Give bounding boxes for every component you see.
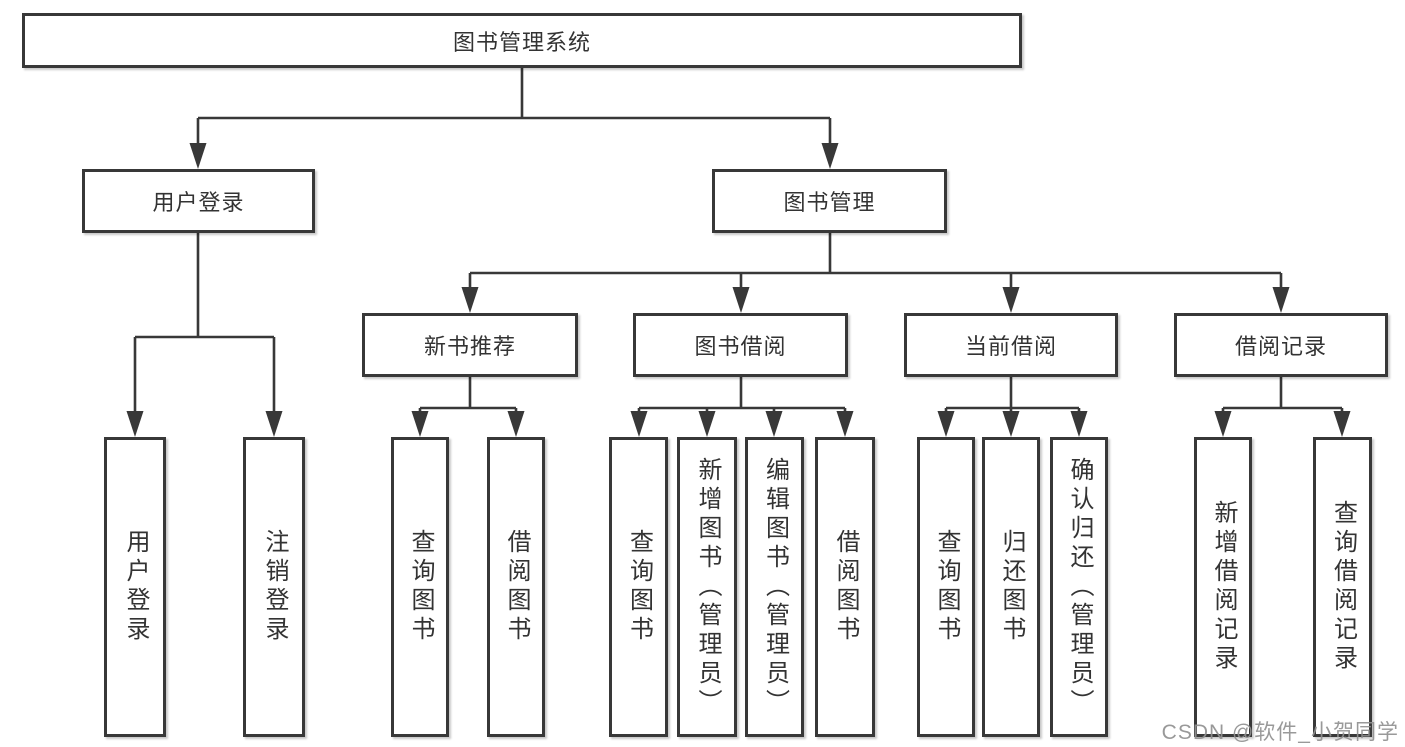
leaf-add-books-admin: 新增图书（管理员） <box>677 437 737 737</box>
leaf-edit-books-admin-label: 编辑图书（管理员） <box>761 456 789 718</box>
leaf-borrow-query-books: 查询图书 <box>609 437 668 737</box>
node-borrowing-records-label: 借阅记录 <box>1234 334 1327 359</box>
leaf-add-borrow-record: 新增借阅记录 <box>1194 437 1252 737</box>
node-book-management: 图书管理 <box>712 169 947 233</box>
node-current-borrowing-label: 当前借阅 <box>964 334 1057 359</box>
node-new-book-recommendation-label: 新书推荐 <box>423 334 516 359</box>
leaf-user-login-label: 用户登录 <box>122 529 149 645</box>
leaf-confirm-return-admin: 确认归还（管理员） <box>1050 437 1108 737</box>
leaf-borrow-borrow-books: 借阅图书 <box>815 437 875 737</box>
leaf-confirm-return-admin-label: 确认归还（管理员） <box>1066 456 1093 718</box>
node-library-system-label: 图书管理系统 <box>452 29 591 55</box>
leaf-query-borrow-record-label: 查询借阅记录 <box>1329 500 1357 674</box>
leaf-query-books: 查询图书 <box>391 437 449 737</box>
node-book-management-label: 图书管理 <box>783 190 876 215</box>
node-user-login: 用户登录 <box>82 169 315 233</box>
leaf-query-borrow-record: 查询借阅记录 <box>1313 437 1372 737</box>
leaf-return-books: 归还图书 <box>982 437 1040 737</box>
leaf-borrow-books-label: 借阅图书 <box>503 529 530 645</box>
leaf-edit-books-admin: 编辑图书（管理员） <box>745 437 804 737</box>
leaf-current-query-books: 查询图书 <box>917 437 975 737</box>
leaf-return-books-label: 归还图书 <box>998 529 1025 645</box>
leaf-borrow-borrow-books-label: 借阅图书 <box>832 529 859 645</box>
node-borrowing-records: 借阅记录 <box>1174 313 1388 377</box>
leaf-current-query-books-label: 查询图书 <box>933 529 960 645</box>
leaf-query-books-label: 查询图书 <box>407 529 434 645</box>
node-book-borrowing-label: 图书借阅 <box>694 334 787 359</box>
leaf-logout: 注销登录 <box>243 437 305 737</box>
leaf-user-login: 用户登录 <box>104 437 166 737</box>
node-user-login-label: 用户登录 <box>152 190 245 215</box>
node-book-borrowing: 图书借阅 <box>633 313 848 377</box>
node-new-book-recommendation: 新书推荐 <box>362 313 578 377</box>
leaf-add-borrow-record-label: 新增借阅记录 <box>1210 500 1237 674</box>
node-current-borrowing: 当前借阅 <box>904 313 1118 377</box>
leaf-add-books-admin-label: 新增图书（管理员） <box>694 456 721 718</box>
leaf-borrow-query-books-label: 查询图书 <box>625 529 653 645</box>
leaf-logout-label: 注销登录 <box>261 529 288 645</box>
node-library-system: 图书管理系统 <box>22 13 1022 68</box>
leaf-borrow-books: 借阅图书 <box>487 437 545 737</box>
csdn-watermark: CSDN @软件_小贺同学 <box>1161 721 1399 744</box>
